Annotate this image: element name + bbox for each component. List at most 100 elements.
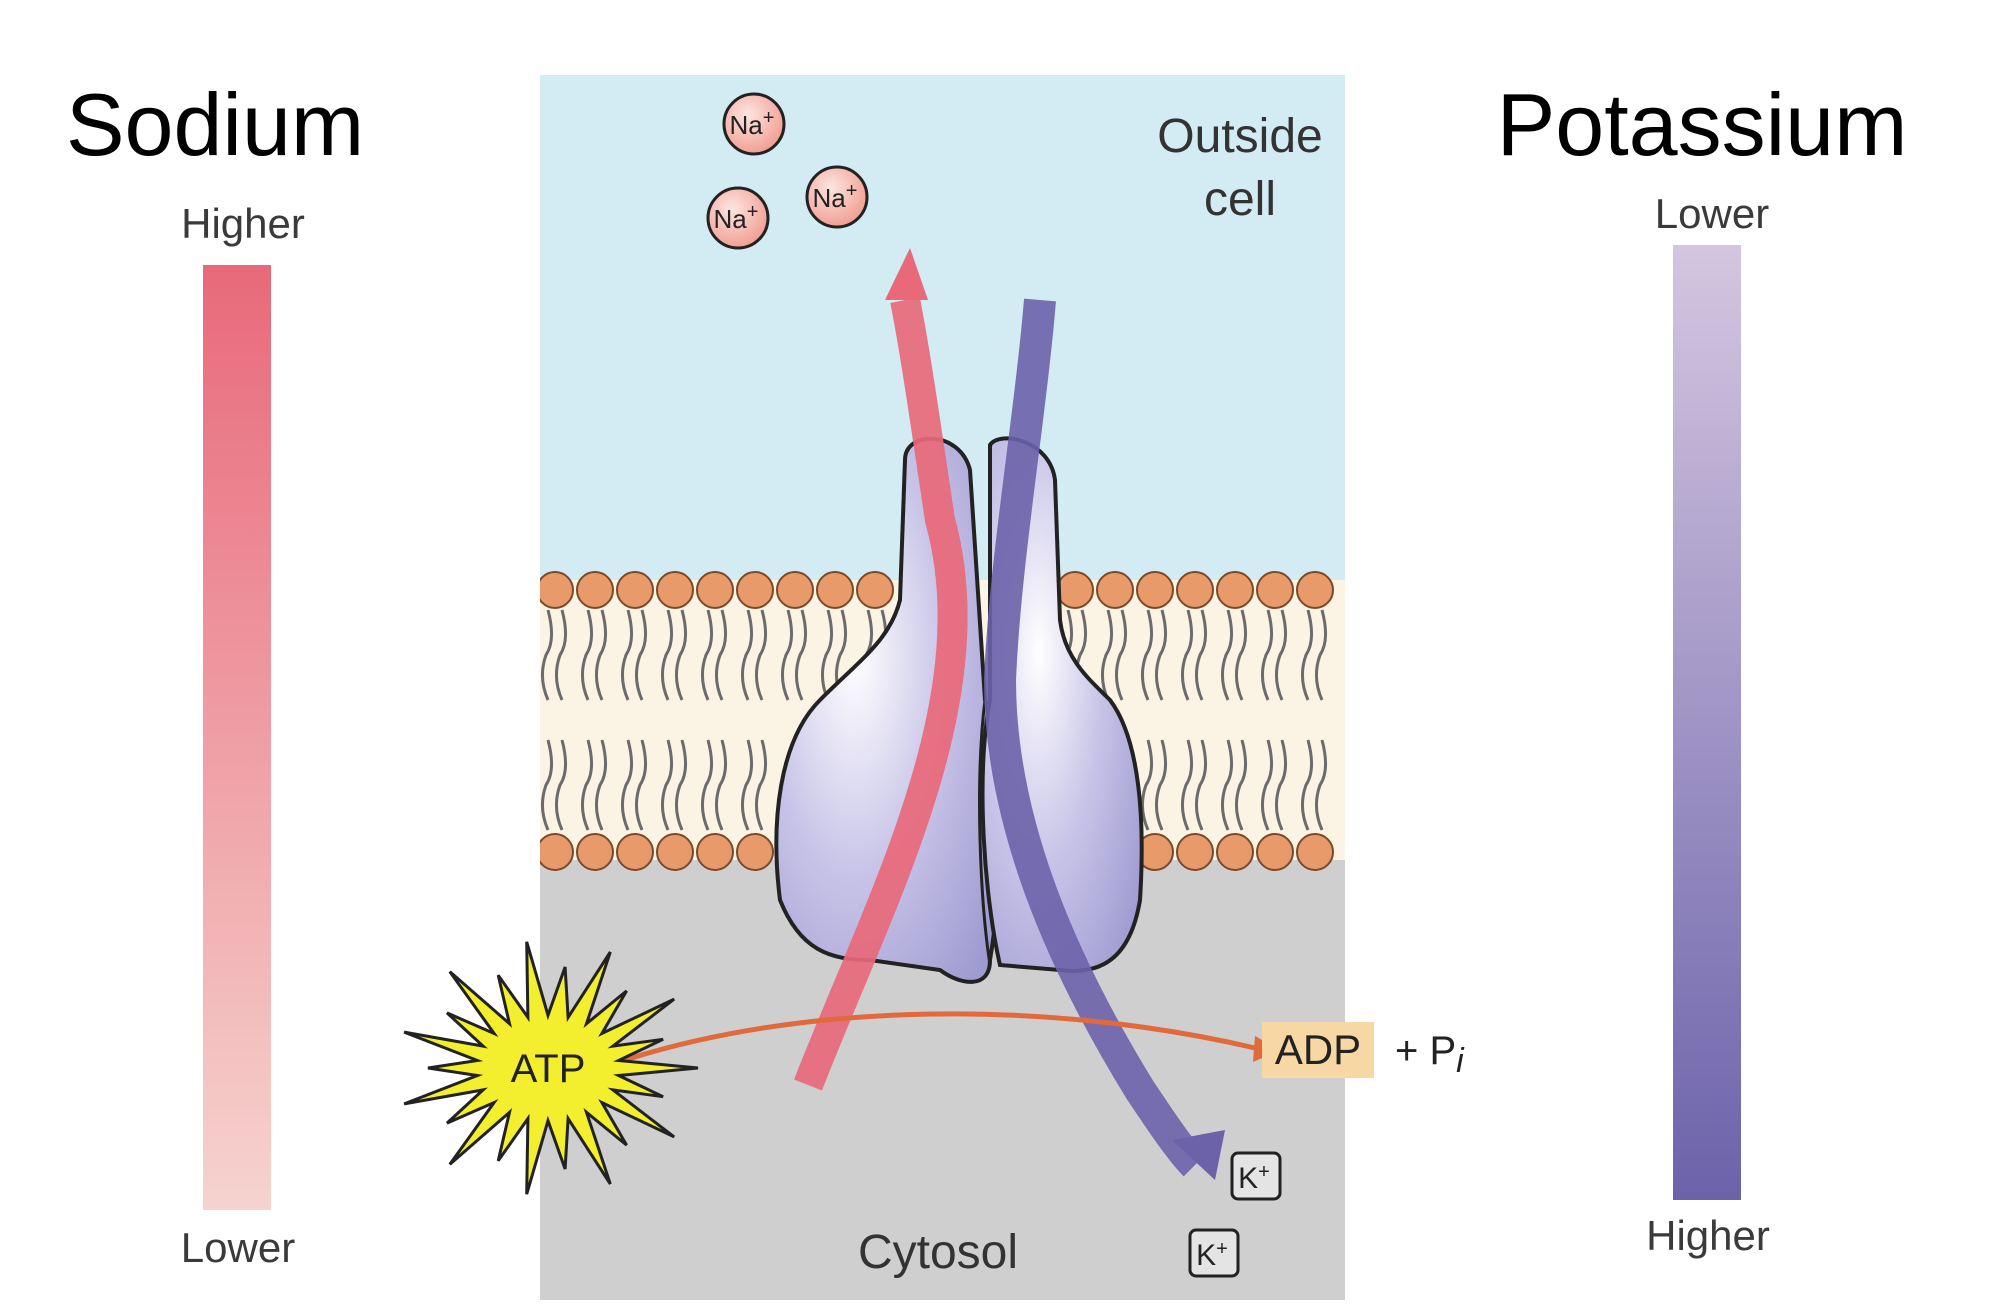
lipid-tail (715, 739, 727, 831)
lipid-tail (1315, 739, 1327, 831)
potassium-gradient-panel: Potassium Lower Higher (1497, 75, 1908, 1259)
lipid-tail (541, 739, 553, 831)
sodium-ion: Na+ (722, 92, 786, 156)
potassium-arrowhead (1172, 1130, 1225, 1180)
cytosol-label: Cytosol (858, 1226, 1018, 1279)
lipid-tail (1181, 609, 1193, 701)
lipid-tail (661, 609, 673, 701)
potassium-ions: K+ K+ (1188, 1151, 1282, 1278)
phosphate-subscript: i (1456, 1042, 1465, 1080)
lipid-tail (701, 739, 713, 831)
lipid-tail (541, 609, 553, 701)
lipid-tail (1261, 739, 1273, 831)
sodium-ions: Na+ Na+ Na+ (706, 92, 869, 250)
region-labels: Outside cell Cytosol (858, 110, 1323, 1279)
lipid-tail (781, 609, 793, 701)
potassium-top-label: Lower (1655, 190, 1769, 237)
lipid-tail (1235, 609, 1247, 701)
svg-text:+ Pi: + Pi (1395, 1029, 1465, 1080)
lipid-head (1256, 833, 1294, 871)
lipid-tail (1141, 609, 1153, 701)
outside-cell-label-line1: Outside (1157, 110, 1322, 163)
lipid-head (1296, 833, 1334, 871)
cell-panel (540, 75, 1345, 1300)
na-charge: + (747, 201, 759, 223)
na-charge: + (763, 107, 775, 129)
lipid-head (1056, 571, 1094, 609)
sodium-ion: Na+ (706, 186, 770, 250)
lipid-tail (621, 609, 633, 701)
reaction-arrow (609, 1011, 1256, 1068)
lipid-head (1176, 833, 1214, 871)
atp-label: ATP (511, 1047, 586, 1091)
lipid-tail (1115, 609, 1127, 701)
lipid-tail (675, 739, 687, 831)
lipid-head (616, 833, 654, 871)
sodium-bottom-label: Lower (181, 1224, 295, 1271)
lipid-tail (1155, 609, 1167, 701)
sodium-gradient-panel: Sodium Higher Lower (66, 75, 364, 1271)
lipid-tail (1181, 739, 1193, 831)
adp-box (1262, 1022, 1374, 1078)
lipid-head (736, 571, 774, 609)
sodium-arrowhead (885, 248, 928, 300)
lipid-head (540, 833, 574, 871)
sodium-efflux-arrow (794, 297, 968, 1091)
lipid-head (656, 571, 694, 609)
lipid-tail (1101, 609, 1113, 701)
lipid-head (736, 833, 774, 871)
na-symbol: Na (714, 204, 748, 234)
svg-text:Na+: Na+ (730, 107, 775, 140)
lipid-head (540, 571, 574, 609)
potassium-gradient-bar (1673, 245, 1741, 1200)
lipid-head (576, 833, 614, 871)
pump-center-seam (978, 699, 992, 966)
potassium-ion: K+ (1188, 1228, 1240, 1278)
lipid-tail (821, 609, 833, 701)
outside-cell-label-line2: cell (1204, 173, 1276, 226)
lipid-tail (581, 739, 593, 831)
phosphate-label: + P (1395, 1029, 1456, 1073)
potassium-ion: K+ (1230, 1151, 1282, 1201)
potassium-influx-arrow (983, 298, 1207, 1177)
na-symbol: Na (813, 183, 847, 213)
na-charge: + (846, 180, 858, 202)
sodium-ion: Na+ (805, 165, 869, 229)
lipid-head (656, 833, 694, 871)
lipid-head (616, 571, 654, 609)
potassium-bottom-label: Higher (1646, 1212, 1770, 1259)
lipid-head (1216, 571, 1254, 609)
k-charge: + (1216, 1238, 1228, 1260)
lipid-tail (1235, 739, 1247, 831)
lipid-tail (635, 609, 647, 701)
lipid-tail (701, 609, 713, 701)
lipid-tail (635, 739, 647, 831)
lipid-head (776, 571, 814, 609)
lipid-head (1216, 833, 1254, 871)
lipid-tail (595, 739, 607, 831)
lipid-tail (741, 609, 753, 701)
k-symbol: K (1238, 1162, 1258, 1195)
lipid-tail (621, 739, 633, 831)
na-symbol: Na (730, 110, 764, 140)
lipid-tail (741, 739, 753, 831)
lipid-head (1296, 571, 1334, 609)
lipid-head (1136, 571, 1174, 609)
lipid-tail (675, 609, 687, 701)
lipid-head (576, 571, 614, 609)
adp-label: ADP (1275, 1026, 1361, 1073)
k-symbol: K (1196, 1239, 1216, 1272)
lipid-head (816, 571, 854, 609)
lipid-tail (1221, 609, 1233, 701)
lipid-tail (595, 609, 607, 701)
svg-text:K+: K+ (1238, 1161, 1270, 1195)
lipid-tail (581, 609, 593, 701)
lipid-heads (540, 571, 1334, 871)
sodium-title: Sodium (66, 75, 364, 174)
k-charge: + (1258, 1161, 1270, 1183)
lipid-tail (755, 739, 767, 831)
potassium-title: Potassium (1497, 75, 1908, 174)
atp-starburst (403, 941, 699, 1195)
